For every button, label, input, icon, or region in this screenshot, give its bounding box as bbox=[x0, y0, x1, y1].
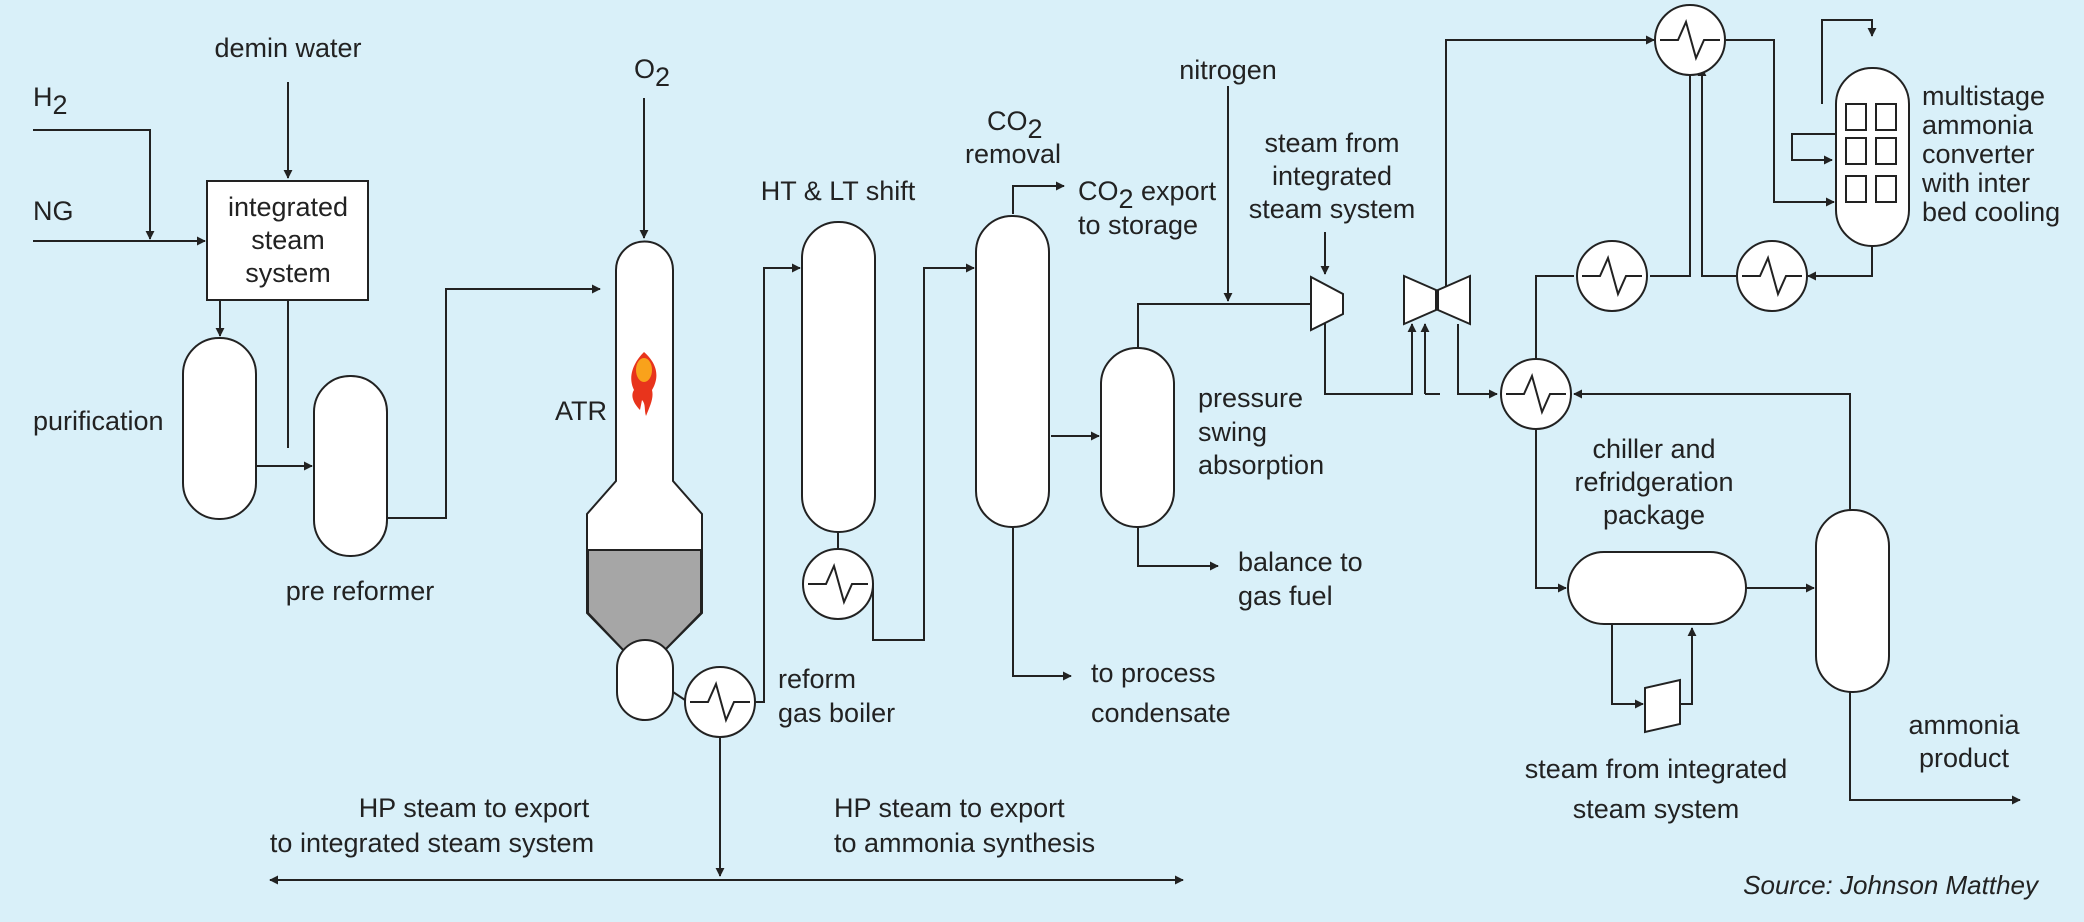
hp-steam-ammonia-label-1: HP steam to export bbox=[834, 793, 1065, 823]
purification-label: purification bbox=[33, 406, 164, 436]
converter-loop-top-line bbox=[1821, 19, 1877, 104]
labels: H2 NG demin water O2 nitrogen integrated… bbox=[33, 33, 2060, 900]
chiller-label-3: package bbox=[1603, 500, 1705, 530]
prereformer-to-atr-line bbox=[387, 284, 601, 519]
middle-right-exchanger bbox=[1736, 240, 1808, 312]
syngas-compressor-turbine bbox=[1403, 274, 1471, 326]
ht-lt-shift-label: HT & LT shift bbox=[761, 176, 916, 206]
steam-from-integrated-bottom-label-2: steam system bbox=[1573, 794, 1740, 824]
o2-label: O2 bbox=[634, 54, 670, 92]
exchanger-to-co2-removal-line bbox=[872, 263, 975, 641]
integrated-steam-label-3: system bbox=[245, 258, 331, 288]
psa-vessel bbox=[1100, 347, 1175, 528]
converter-interbed-line bbox=[1791, 133, 1845, 165]
balance-gas-label-2: gas fuel bbox=[1238, 581, 1333, 611]
flame-icon bbox=[631, 352, 657, 416]
integrated-steam-label-2: steam bbox=[251, 225, 325, 255]
co2-removal-vessel bbox=[975, 215, 1050, 528]
demin-water-label: demin water bbox=[214, 33, 361, 63]
converter-label-3: converter bbox=[1922, 139, 2035, 169]
co2-removal-label-2: removal bbox=[965, 139, 1061, 169]
hp-steam-integrated-label-1: HP steam to export bbox=[359, 793, 590, 823]
converter-outlet-line bbox=[1807, 246, 1873, 281]
steam-from-integrated-top-label-2: integrated bbox=[1272, 161, 1392, 191]
psa-label-3: absorption bbox=[1198, 450, 1324, 480]
turbine-to-exchanger-line bbox=[1457, 324, 1498, 399]
ng-label: NG bbox=[33, 196, 74, 226]
process-condensate-label-2: condensate bbox=[1091, 698, 1231, 728]
chiller-label-1: chiller and bbox=[1592, 434, 1715, 464]
integrated-steam-label-1: integrated bbox=[228, 192, 348, 222]
h2-label: H2 bbox=[33, 82, 68, 120]
chiller-label-2: refridgeration bbox=[1574, 467, 1733, 497]
process-condensate-line bbox=[1012, 528, 1072, 681]
psa-label-1: pressure bbox=[1198, 383, 1303, 413]
process-condensate-label-1: to process bbox=[1091, 658, 1216, 688]
converter-label-1: multistage bbox=[1922, 81, 2045, 111]
nitrogen-label: nitrogen bbox=[1179, 55, 1277, 85]
co2-export-line bbox=[1012, 181, 1065, 214]
co2-export-label-2: to storage bbox=[1078, 210, 1198, 240]
ammonia-product-label-2: product bbox=[1919, 743, 2010, 773]
exchanger-to-chiller-line bbox=[1535, 430, 1567, 593]
exchanger-link-line bbox=[1535, 275, 1574, 362]
co2-export-label-1: CO2 export bbox=[1078, 176, 1217, 214]
purification-vessel bbox=[182, 337, 257, 520]
ammonia-product-line bbox=[1849, 692, 2021, 805]
shift-outlet-exchanger bbox=[802, 548, 874, 620]
ammonia-converter bbox=[1835, 67, 1910, 247]
exchanger-to-top-exchanger-line bbox=[1697, 67, 1736, 277]
source-credit: Source: Johnson Matthey bbox=[1743, 870, 2040, 900]
top-exchanger bbox=[1654, 4, 1726, 76]
refrig-compressor-return-line bbox=[1680, 627, 1697, 705]
atr-label: ATR bbox=[555, 396, 607, 426]
hp-steam-ammonia-label-2: to ammonia synthesis bbox=[834, 828, 1095, 858]
psa-to-compressor-line bbox=[1137, 303, 1310, 348]
converter-label-2: ammonia bbox=[1922, 110, 2034, 140]
balance-gas-line bbox=[1137, 526, 1219, 571]
steam-from-integrated-bottom-label-1: steam from integrated bbox=[1525, 754, 1788, 784]
turbine-to-top-exchanger-line bbox=[1445, 35, 1655, 290]
atr-catalyst-bed bbox=[587, 549, 702, 655]
pre-reformer-label: pre reformer bbox=[286, 576, 435, 606]
middle-exchanger-riser-line bbox=[1650, 72, 1691, 277]
process-lines bbox=[33, 19, 2021, 885]
ammonia-product-label-1: ammonia bbox=[1908, 710, 2020, 740]
refrigeration-compressor bbox=[1644, 678, 1681, 734]
atr-reactor bbox=[586, 240, 703, 721]
reform-gas-boiler-label-2: gas boiler bbox=[778, 698, 895, 728]
ammonia-separator-vessel bbox=[1815, 509, 1890, 693]
reform-gas-boiler-exchanger bbox=[684, 666, 756, 738]
middle-left-exchanger bbox=[1576, 240, 1648, 312]
chiller-vessel bbox=[1567, 551, 1747, 625]
lower-exchanger bbox=[1500, 358, 1572, 430]
pre-reformer-vessel bbox=[313, 375, 388, 557]
steam-from-integrated-top-label-1: steam from bbox=[1264, 128, 1399, 158]
ht-lt-shift-vessel bbox=[801, 221, 876, 533]
nitrogen-compressor bbox=[1310, 275, 1344, 332]
atr-bottom-vessel bbox=[616, 639, 674, 721]
converter-label-4: with inter bbox=[1921, 168, 2030, 198]
reform-gas-boiler-label-1: reform bbox=[778, 664, 856, 694]
compressor-to-turbine-line bbox=[1324, 318, 1417, 395]
exchanger-to-converter-line bbox=[1726, 39, 1835, 207]
converter-label-5: bed cooling bbox=[1922, 197, 2060, 227]
psa-label-2: swing bbox=[1198, 417, 1267, 447]
balance-gas-label-1: balance to bbox=[1238, 547, 1363, 577]
hp-steam-integrated-label-2: to integrated steam system bbox=[270, 828, 594, 858]
integrated-steam-system-box bbox=[206, 180, 369, 301]
boiler-to-shift-line bbox=[754, 263, 801, 703]
chiller-to-refrig-compressor-line bbox=[1611, 624, 1644, 709]
h2-feed-line bbox=[33, 129, 155, 240]
steam-from-integrated-top-label-3: steam system bbox=[1249, 194, 1416, 224]
co2-removal-label-1: CO2 bbox=[987, 106, 1043, 144]
separator-recycle-line bbox=[1573, 389, 1851, 510]
